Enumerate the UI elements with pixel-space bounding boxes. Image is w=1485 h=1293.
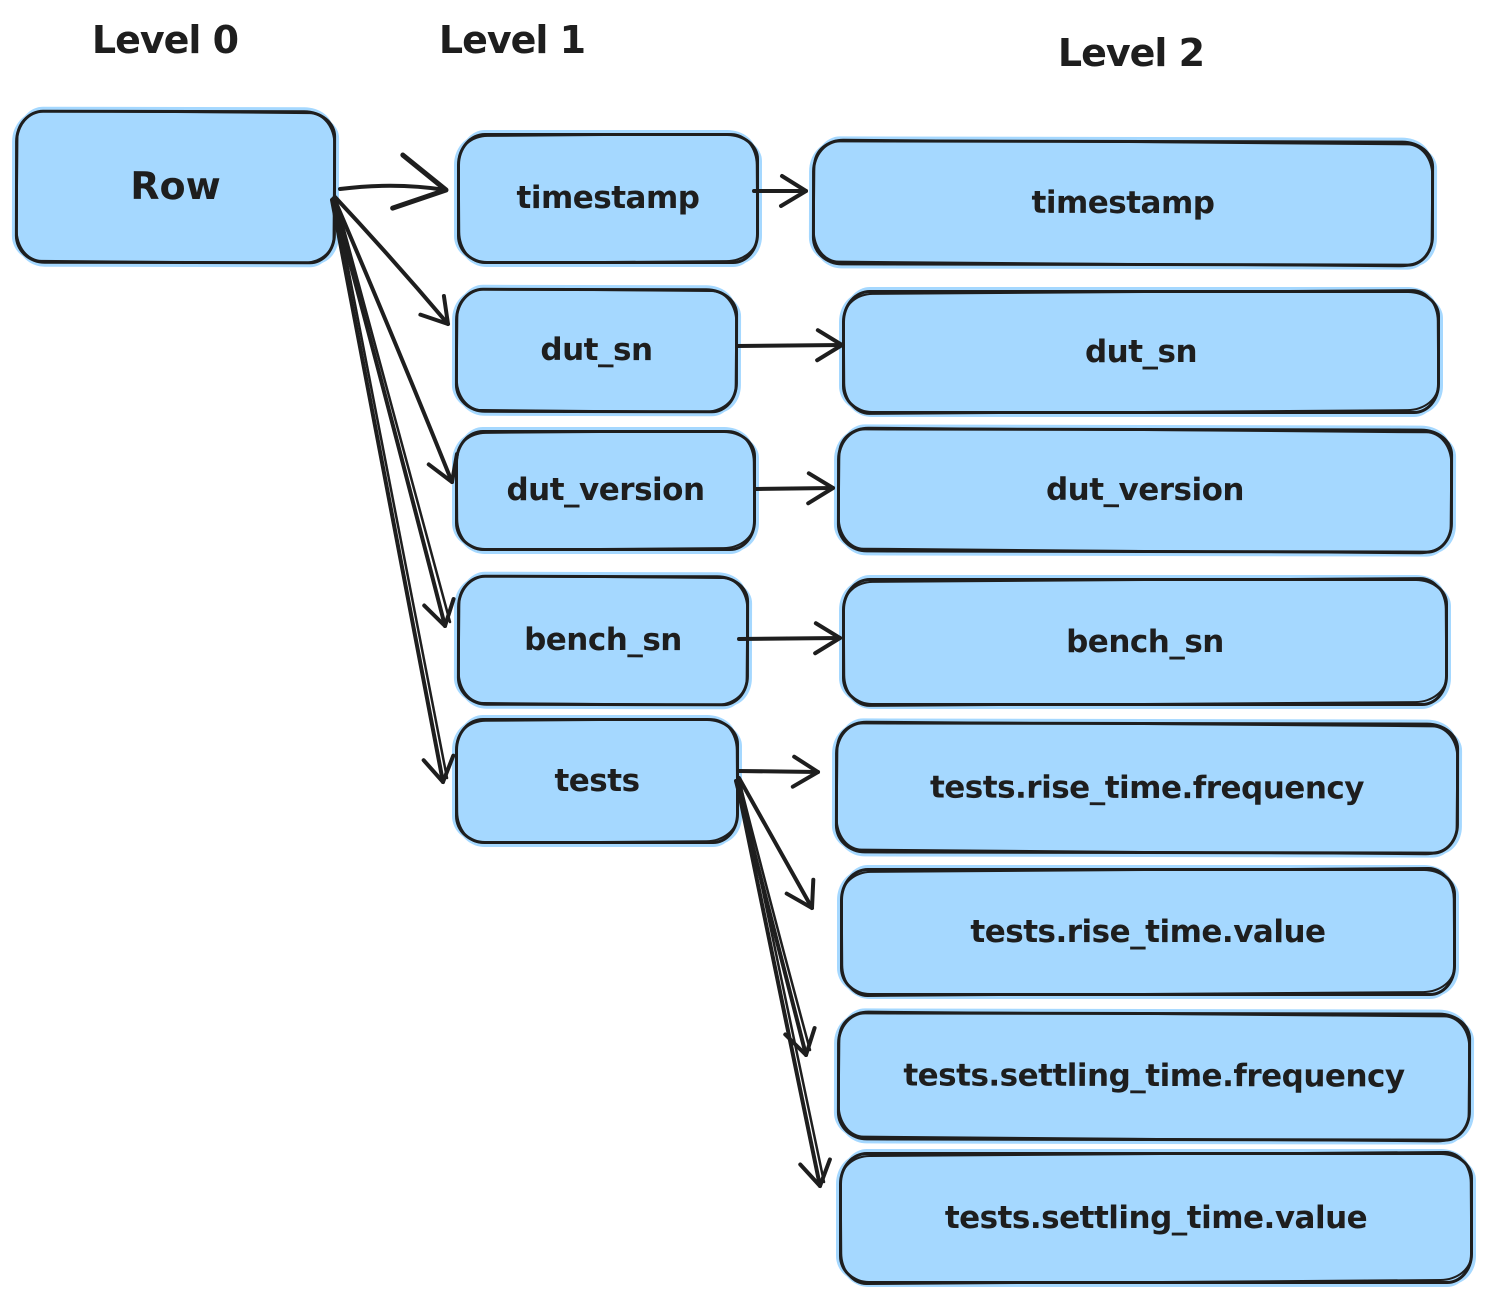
node-l2-rise-time-frequency: tests.rise_time.frequency bbox=[834, 721, 1460, 855]
node-l2-dut-version-label: dut_version bbox=[1045, 472, 1245, 509]
node-l2-rise-time-frequency-label: tests.rise_time.frequency bbox=[929, 769, 1365, 807]
node-l2-dut-sn: dut_sn bbox=[842, 290, 1440, 414]
edge-l1-tests-to-l2-rise-frequency-arrow bbox=[736, 754, 820, 789]
column-header-level-0: Level 0 bbox=[91, 18, 239, 62]
node-l2-rise-time-value-label: tests.rise_time.value bbox=[970, 913, 1326, 950]
node-l2-settling-time-frequency-label: tests.settling_time.frequency bbox=[903, 1057, 1405, 1095]
edge-l1-tests-to-l2-settling-value-arrow bbox=[735, 780, 832, 1188]
node-l2-rise-time-value: tests.rise_time.value bbox=[840, 868, 1456, 996]
node-l2-settling-time-value-label: tests.settling_time.value bbox=[944, 1199, 1368, 1236]
edge-l1-tests-to-l2-settling-frequency-arrow bbox=[734, 778, 817, 1057]
edge-l1-bench-sn-to-l2-bench-sn-arrow bbox=[737, 621, 842, 656]
edge-l1-tests-to-l2-rise-value-arrow bbox=[737, 776, 816, 910]
node-l2-settling-time-value: tests.settling_time.value bbox=[839, 1152, 1473, 1284]
node-l1-dut-sn: dut_sn bbox=[454, 287, 739, 414]
edge-row-to-l1-timestamp-arrow bbox=[338, 152, 449, 211]
node-l1-dut-sn-label: dut_sn bbox=[540, 332, 653, 369]
column-header-level-2: Level 2 bbox=[1057, 31, 1205, 75]
node-l1-dut-version-label: dut_version bbox=[506, 472, 705, 509]
node-l2-bench-sn: bench_sn bbox=[842, 578, 1448, 706]
edge-l1-dut-version-to-l2-dut-version-arrow bbox=[754, 471, 835, 506]
edge-row-to-l1-dut-version-arrow bbox=[332, 196, 459, 484]
node-l1-tests-label: tests bbox=[554, 762, 640, 799]
node-l2-timestamp: timestamp bbox=[811, 139, 1435, 267]
node-l2-dut-sn-label: dut_sn bbox=[1084, 333, 1198, 370]
node-l2-timestamp-label: timestamp bbox=[1031, 184, 1215, 222]
node-l1-timestamp-label: timestamp bbox=[516, 180, 700, 217]
node-l1-bench-sn: bench_sn bbox=[456, 574, 750, 707]
edge-row-to-l1-tests-arrow bbox=[330, 198, 456, 784]
node-row-label: Row bbox=[130, 163, 221, 209]
node-l1-dut-version: dut_version bbox=[455, 430, 756, 551]
edge-l1-dut-sn-to-l2-dut-sn-arrow bbox=[735, 328, 844, 363]
node-l1-timestamp: timestamp bbox=[457, 133, 759, 264]
node-l2-settling-time-frequency: tests.settling_time.frequency bbox=[836, 1011, 1472, 1142]
node-l2-dut-version: dut_version bbox=[836, 427, 1454, 554]
node-l1-tests: tests bbox=[455, 718, 739, 844]
column-header-level-1: Level 1 bbox=[438, 18, 586, 62]
node-row: Row bbox=[14, 109, 337, 265]
node-l1-bench-sn-label: bench_sn bbox=[524, 622, 682, 659]
node-l2-bench-sn-label: bench_sn bbox=[1066, 623, 1224, 660]
edge-row-to-l1-bench-sn-arrow bbox=[331, 197, 456, 628]
edge-row-to-l1-dut-sn-arrow bbox=[333, 195, 450, 326]
